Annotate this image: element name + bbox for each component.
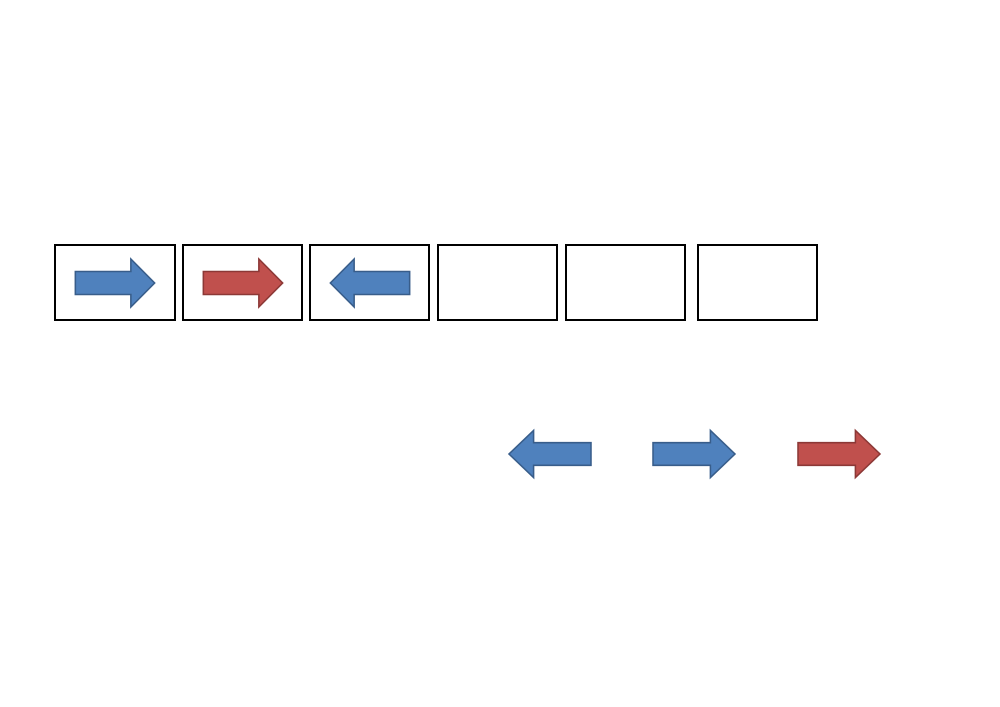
red-right-arrow-icon [202,256,284,309]
sequence-box-3[interactable] [309,244,430,321]
blue-left-arrow-icon [328,256,410,309]
sequence-box-6-empty[interactable] [697,244,818,321]
choice-red-right-arrow[interactable] [797,428,882,480]
sequence-box-4-empty[interactable] [437,244,558,321]
choice-blue-right-arrow[interactable] [652,428,737,480]
blue-right-arrow-icon [74,256,156,309]
sequence-box-1[interactable] [54,244,176,321]
sequence-box-5-empty[interactable] [565,244,686,321]
choice-blue-left-arrow[interactable] [507,428,592,480]
sequence-box-2[interactable] [182,244,303,321]
red-right-arrow-icon [797,428,882,480]
blue-left-arrow-icon [507,428,592,480]
blue-right-arrow-icon [652,428,737,480]
